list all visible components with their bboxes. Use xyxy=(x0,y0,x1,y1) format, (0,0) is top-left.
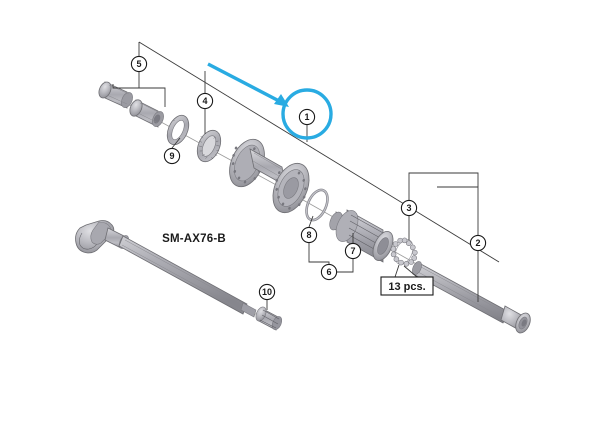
callout-7-circle[interactable] xyxy=(344,242,362,260)
highlight-circle xyxy=(281,88,333,140)
qty-note-text: 13 pcs. xyxy=(388,281,425,293)
part-quick-release-skewer xyxy=(75,220,267,321)
callout-9[interactable]: 9 xyxy=(163,147,181,165)
main-diagonal-leader xyxy=(138,41,500,263)
callout-8[interactable]: 8 xyxy=(300,226,318,244)
part-flat-washer xyxy=(166,114,190,146)
part-o-ring-seal xyxy=(305,188,329,222)
callout-10-label: 10 xyxy=(262,287,272,297)
callout-8-circle[interactable] xyxy=(300,226,318,244)
part-bearing-cone-ring xyxy=(196,129,222,163)
part-lock-nut-cap-right xyxy=(129,99,164,128)
callout-9-label: 9 xyxy=(169,151,174,161)
highlight-arrow-head xyxy=(274,94,289,107)
part-hub-shell-assembly xyxy=(229,138,310,214)
callout-8-label: 8 xyxy=(306,230,311,240)
part-hub-axle xyxy=(412,261,531,334)
callout-5-label: 5 xyxy=(136,59,141,69)
callout-6-circle[interactable] xyxy=(320,263,338,281)
callout-1-circle[interactable] xyxy=(298,108,316,126)
callout-1[interactable]: 1 xyxy=(298,108,316,126)
part-lock-nut-cap-left xyxy=(98,81,133,109)
callout-5[interactable]: 5 xyxy=(130,55,148,73)
callout-2-label: 2 xyxy=(475,238,480,248)
callout-5-circle[interactable] xyxy=(130,55,148,73)
callout-4-label: 4 xyxy=(202,96,207,106)
callout-3-circle[interactable] xyxy=(400,199,418,217)
qty-note-box: 13 pcs. xyxy=(380,276,434,296)
callout-10[interactable]: 10 xyxy=(258,283,276,301)
model-number-label: SM-AX76-B xyxy=(162,233,226,245)
callout-4[interactable]: 4 xyxy=(196,92,214,110)
assembly-axis-lines xyxy=(138,41,500,263)
part-ball-bearing-retainer xyxy=(390,237,418,267)
callout-2[interactable]: 2 xyxy=(469,234,487,252)
callout-9-circle[interactable] xyxy=(163,147,181,165)
callout-leader-lines xyxy=(112,42,479,310)
callout-6[interactable]: 6 xyxy=(320,263,338,281)
callout-4-circle[interactable] xyxy=(196,92,214,110)
callout-3[interactable]: 3 xyxy=(400,199,418,217)
highlight-annotation xyxy=(207,62,333,140)
callout-6-label: 6 xyxy=(326,267,331,277)
callout-2-circle[interactable] xyxy=(469,234,487,252)
callout-3-label: 3 xyxy=(406,203,411,213)
callout-10-circle[interactable] xyxy=(258,283,276,301)
spoke-holes-right xyxy=(275,171,307,210)
part-freehub-body xyxy=(329,209,394,263)
callout-7[interactable]: 7 xyxy=(344,242,362,260)
callout-1-label: 1 xyxy=(304,112,309,122)
part-qr-adjusting-nut xyxy=(255,306,283,331)
highlight-arrow-shaft xyxy=(207,62,282,104)
bearing-balls xyxy=(390,237,418,267)
callout-7-label: 7 xyxy=(350,246,355,256)
